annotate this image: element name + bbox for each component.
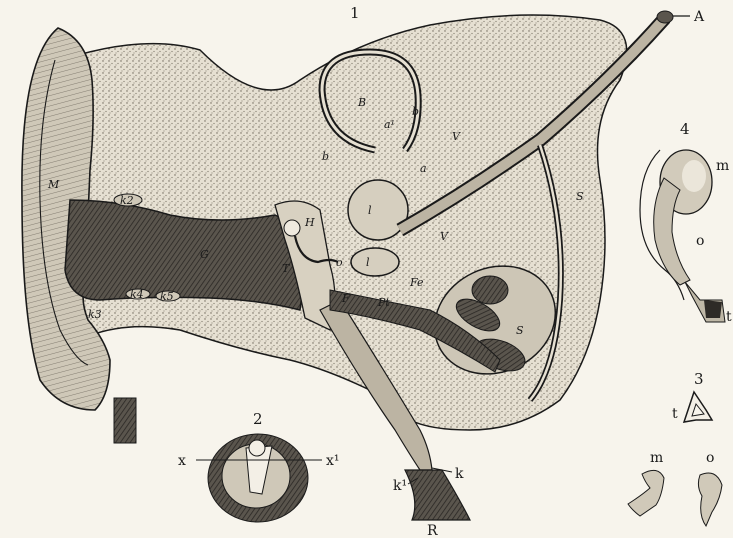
label-S-upper: S (576, 190, 584, 203)
label-t-fig3: t (672, 406, 678, 422)
label-R: R (427, 523, 438, 538)
figure-number-3: 3 (694, 370, 704, 388)
label-b-upper: b (412, 105, 419, 118)
label-B: B (357, 96, 366, 109)
label-x1: x¹ (326, 453, 340, 469)
label-k1: k¹ (393, 478, 407, 494)
label-x: x (178, 453, 186, 469)
figure-3-incus (698, 473, 722, 526)
label-k5: k5 (160, 290, 174, 303)
label-k: k (455, 466, 464, 482)
label-b-left: b (322, 150, 329, 163)
figure-2-tympanic-membrane (208, 434, 308, 522)
label-M: M (47, 178, 60, 191)
label-G: G (200, 248, 209, 261)
label-m-fig4: m (716, 158, 729, 174)
label-S-lower: S (516, 324, 524, 337)
label-F: F (341, 292, 350, 305)
label-a1: a¹ (384, 118, 395, 131)
label-a: a (420, 162, 427, 175)
label-A: A (693, 9, 705, 25)
utricle (348, 180, 408, 240)
label-k3: k3 (88, 308, 102, 321)
label-V-lower: V (440, 230, 449, 243)
label-H: H (304, 216, 315, 229)
label-Pt: Pt (377, 296, 390, 309)
label-t-fig4: t (726, 309, 732, 325)
label-Fe: Fe (409, 276, 424, 289)
label-o-fig4: o (696, 233, 704, 249)
figure-4-ossicles (640, 150, 725, 322)
label-m-fig3: m (650, 450, 663, 466)
malleus-head (284, 220, 300, 236)
figure-number-2: 2 (253, 410, 263, 428)
saccule (351, 248, 399, 276)
label-k4: k4 (130, 288, 144, 301)
label-V-upper: V (452, 130, 461, 143)
figure-number-4: 4 (680, 120, 690, 138)
label-o-fig1: o (336, 256, 343, 269)
label-l-lower: l (366, 256, 370, 269)
figure-number-1: 1 (350, 4, 360, 22)
label-k2: k2 (120, 194, 134, 207)
figure-3-malleus (628, 470, 664, 516)
nerve-cut-end (657, 11, 673, 23)
label-o-fig3: o (706, 450, 714, 466)
earlobe-cut (114, 398, 136, 443)
label-l-upper: l (368, 204, 372, 217)
